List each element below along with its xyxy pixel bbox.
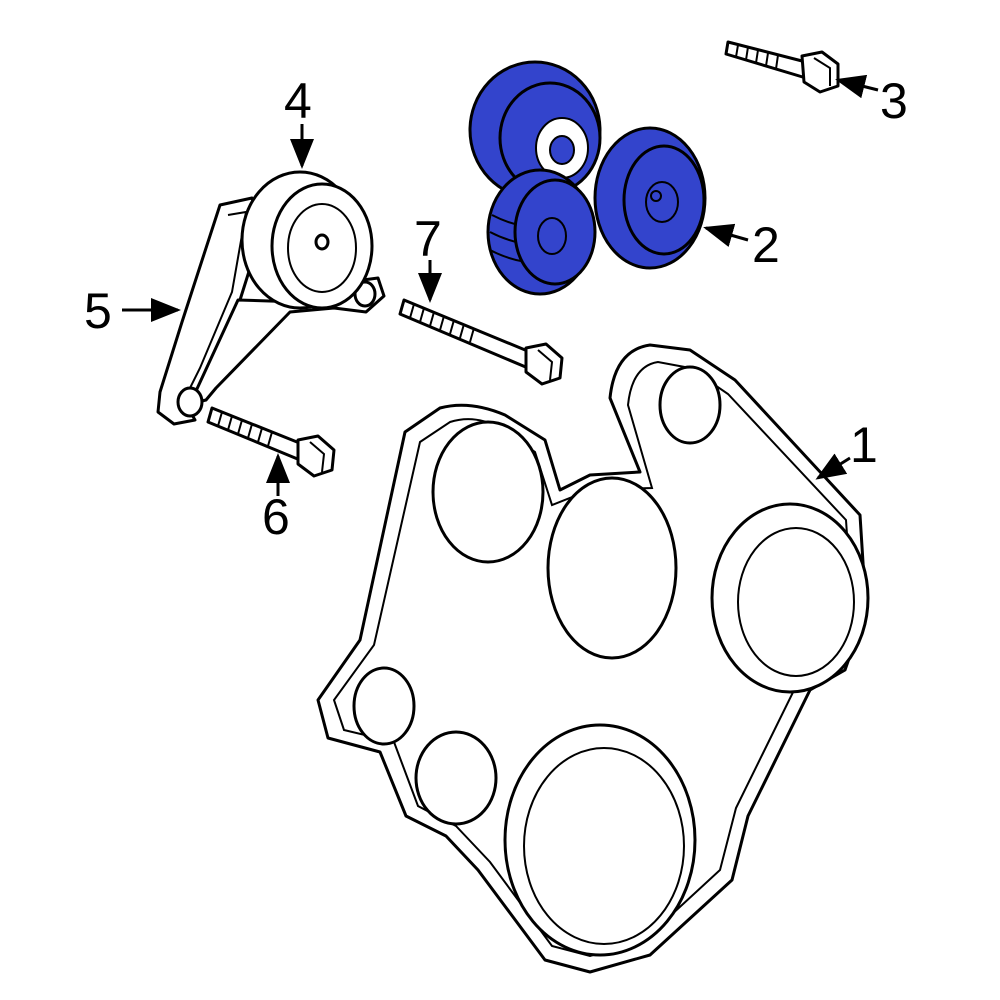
callout-4: 4	[284, 73, 312, 129]
callout-7: 7	[414, 211, 442, 267]
callout-1: 1	[850, 417, 878, 473]
idler-pulley	[240, 170, 374, 310]
power-steering-pulley	[710, 502, 870, 694]
ac-compressor-pulley	[546, 476, 678, 660]
bolt-7	[398, 298, 564, 386]
callout-6: 6	[262, 489, 290, 545]
callout-3: 3	[880, 73, 908, 129]
bolt-6	[206, 406, 336, 478]
alternator-pulley-idler-top	[658, 365, 722, 445]
drive-belt	[316, 343, 870, 974]
callout-labels: 1 2 3 4 5 6 7	[84, 73, 908, 545]
idler-pulley-lower	[414, 730, 498, 826]
idler-pulley-top-left	[431, 420, 545, 564]
leader-lines	[122, 74, 879, 496]
idler-pulley-bottom-left	[352, 666, 416, 746]
callout-5: 5	[84, 283, 112, 339]
callout-2: 2	[752, 217, 780, 273]
belt-tensioner	[468, 60, 707, 296]
bolt-3	[724, 40, 840, 94]
crankshaft-pulley	[503, 723, 697, 957]
